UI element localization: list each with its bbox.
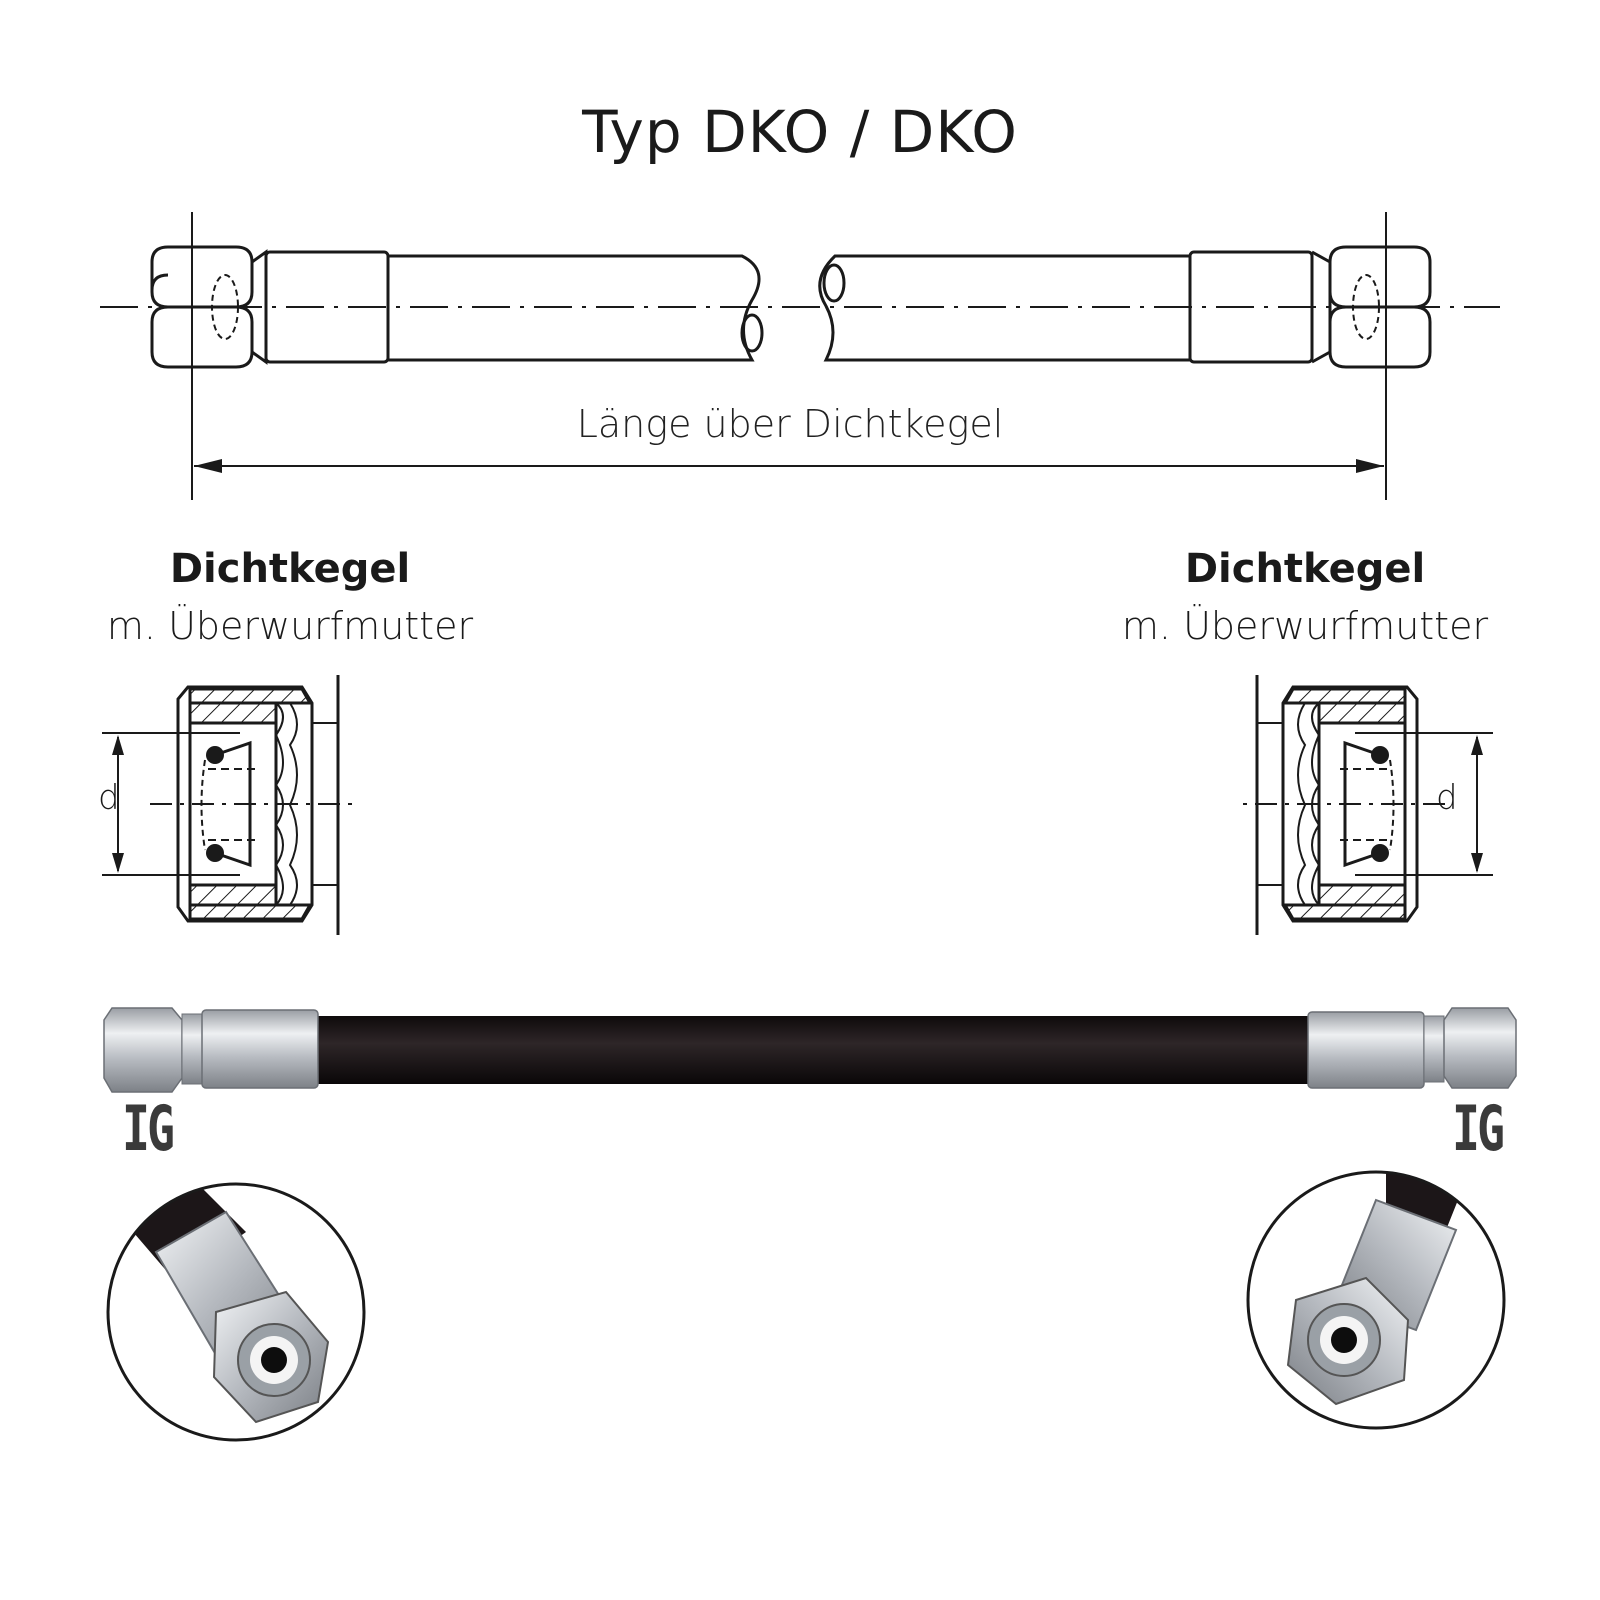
hose-body [318,1016,1308,1084]
left-fitting-section [102,675,352,935]
length-dimension-label: Länge über Dichtkegel [576,402,1004,446]
right-ferrule [1188,250,1314,364]
right-fitting-title: Dichtkegel [1184,546,1426,592]
right-thread-type-label: IG [1452,1092,1505,1165]
dimension-arrow-right [1356,459,1384,473]
right-photo-nut [1443,1007,1517,1089]
hose-technical-drawing [100,212,1500,500]
right-hose-segment [818,254,1190,362]
left-ferrule [264,250,390,364]
hose-product-image [103,1007,1517,1093]
right-fitting-detail-circle [1246,1170,1506,1430]
right-fitting-section [1243,675,1493,935]
right-nut [1328,245,1432,309]
left-thread-type-label: IG [122,1092,175,1165]
left-photo-ferrule [201,1009,319,1089]
left-fitting-detail-circle [106,1182,366,1442]
left-nut [150,245,254,309]
right-diameter-label: d [1436,778,1458,818]
right-photo-ferrule [1307,1011,1425,1089]
left-photo-nut [103,1007,183,1093]
left-fitting-title: Dichtkegel [169,546,411,592]
left-diameter-label: d [98,778,120,818]
right-fitting-subtitle: m. Überwurfmutter [1121,604,1489,648]
page-title: Typ DKO / DKO [582,98,1018,166]
dimension-arrow-left [194,459,222,473]
left-fitting-subtitle: m. Überwurfmutter [106,604,474,648]
